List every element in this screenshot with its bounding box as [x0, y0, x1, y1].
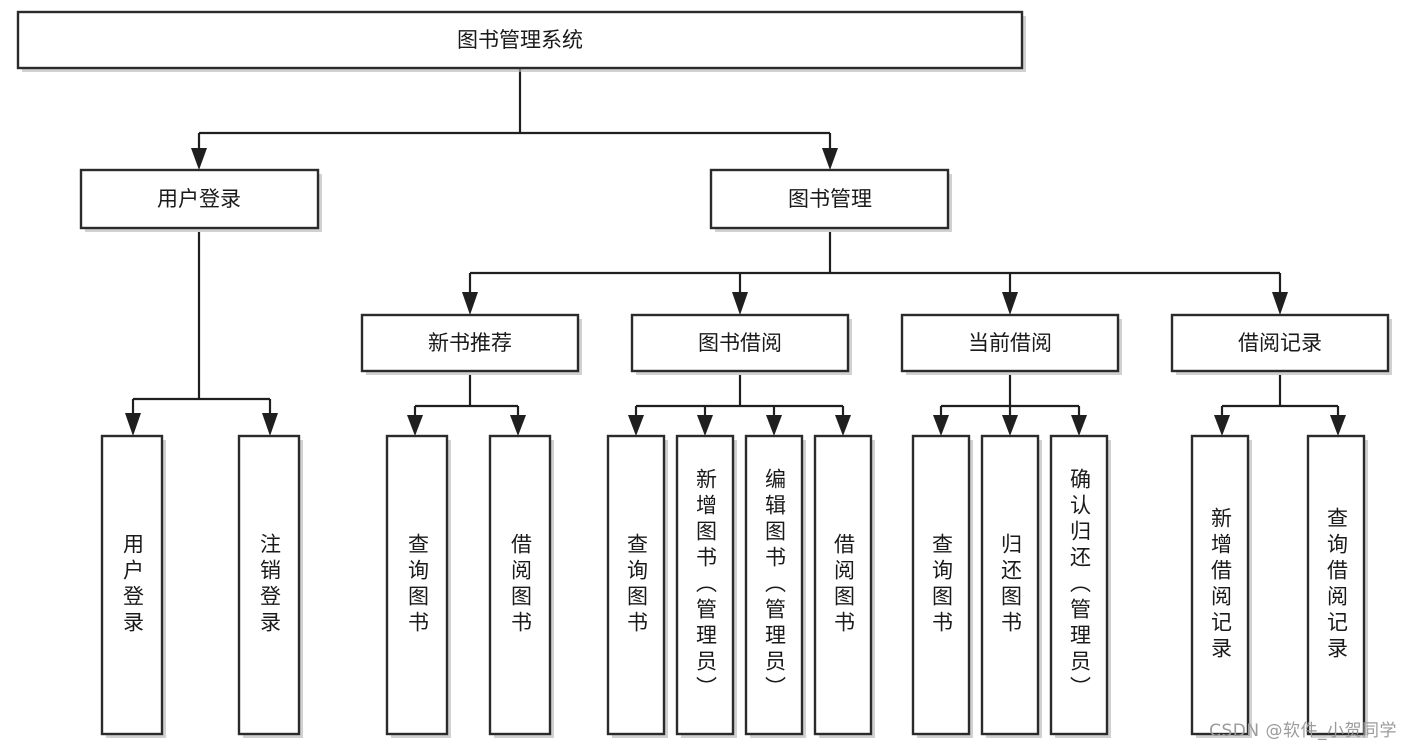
arrow-to-book-borrow — [732, 292, 748, 315]
watermark-text: CSDN @软件_小贺同学 — [1209, 721, 1397, 741]
arrow-leaf-borrow-book-2 — [835, 415, 851, 436]
arrow-leaf-user-login — [125, 413, 141, 436]
arrow-to-new-book — [462, 292, 478, 315]
new-book-recommend-label: 新书推荐 — [428, 331, 512, 355]
arrow-leaf-borrow-book-1 — [510, 415, 526, 436]
leaf-borrow-book-1-rect[interactable] — [488, 434, 552, 736]
arrow-to-current-borrow — [1002, 292, 1018, 315]
node-current-borrow[interactable]: 当前借阅 — [900, 313, 1122, 375]
arrow-leaf-logout-login — [262, 413, 278, 436]
arrow-leaf-return-book — [1002, 415, 1018, 436]
current-borrow-rect — [900, 313, 1120, 373]
leaf-borrow-book-2-rect[interactable] — [813, 434, 873, 736]
node-book-borrow[interactable]: 图书借阅 — [630, 313, 852, 375]
new-book-recommend-rect — [360, 313, 580, 373]
leaf-node-rects — [100, 434, 1368, 738]
arrow-to-user-login — [191, 148, 207, 170]
leaf-confirm-return-rect[interactable] — [1049, 434, 1109, 736]
arrow-leaf-query-book-1 — [407, 415, 423, 436]
leaf-add-book-rect[interactable] — [675, 434, 735, 736]
leaf-user-login-rect[interactable] — [100, 434, 164, 736]
leaf-query-book-2-rect[interactable] — [606, 434, 666, 736]
current-borrow-label: 当前借阅 — [968, 331, 1052, 355]
book-manage-rect — [709, 168, 950, 230]
arrow-to-borrow-record — [1272, 292, 1288, 315]
arrow-leaf-add-record — [1214, 415, 1230, 436]
node-borrow-record[interactable]: 借阅记录 — [1170, 313, 1392, 375]
leaf-edit-book-rect[interactable] — [744, 434, 804, 736]
borrow-record-rect — [1170, 313, 1390, 373]
node-book-manage[interactable]: 图书管理 — [709, 168, 952, 232]
leaf-query-book-3-rect[interactable] — [911, 434, 971, 736]
book-borrow-label: 图书借阅 — [698, 331, 782, 355]
leaf-add-record-rect[interactable] — [1190, 434, 1250, 736]
leaf-return-book-rect[interactable] — [980, 434, 1040, 736]
arrow-leaf-confirm-return — [1071, 415, 1087, 436]
arrow-to-book-manage — [822, 148, 838, 170]
book-borrow-rect — [630, 313, 850, 373]
leaf-query-record-rect[interactable] — [1306, 434, 1366, 736]
arrow-leaf-query-record — [1330, 415, 1346, 436]
node-user-login[interactable]: 用户登录 — [79, 168, 322, 232]
root-rect — [16, 10, 1024, 70]
arrow-leaf-add-book — [697, 415, 713, 436]
book-manage-label: 图书管理 — [788, 187, 872, 211]
user-login-label: 用户登录 — [157, 187, 241, 211]
node-new-book-recommend[interactable]: 新书推荐 — [360, 313, 582, 375]
arrow-leaf-edit-book — [766, 415, 782, 436]
arrow-leaf-query-book-2 — [628, 415, 644, 436]
leaf-query-book-1-rect[interactable] — [385, 434, 449, 736]
borrow-record-label: 借阅记录 — [1238, 331, 1322, 355]
connector-layer — [125, 68, 1346, 436]
node-root[interactable]: 图书管理系统 — [16, 10, 1026, 72]
leaf-logout-login-rect[interactable] — [237, 434, 301, 736]
user-login-rect — [79, 168, 320, 230]
arrow-leaf-query-book-3 — [933, 415, 949, 436]
root-label: 图书管理系统 — [457, 28, 583, 52]
